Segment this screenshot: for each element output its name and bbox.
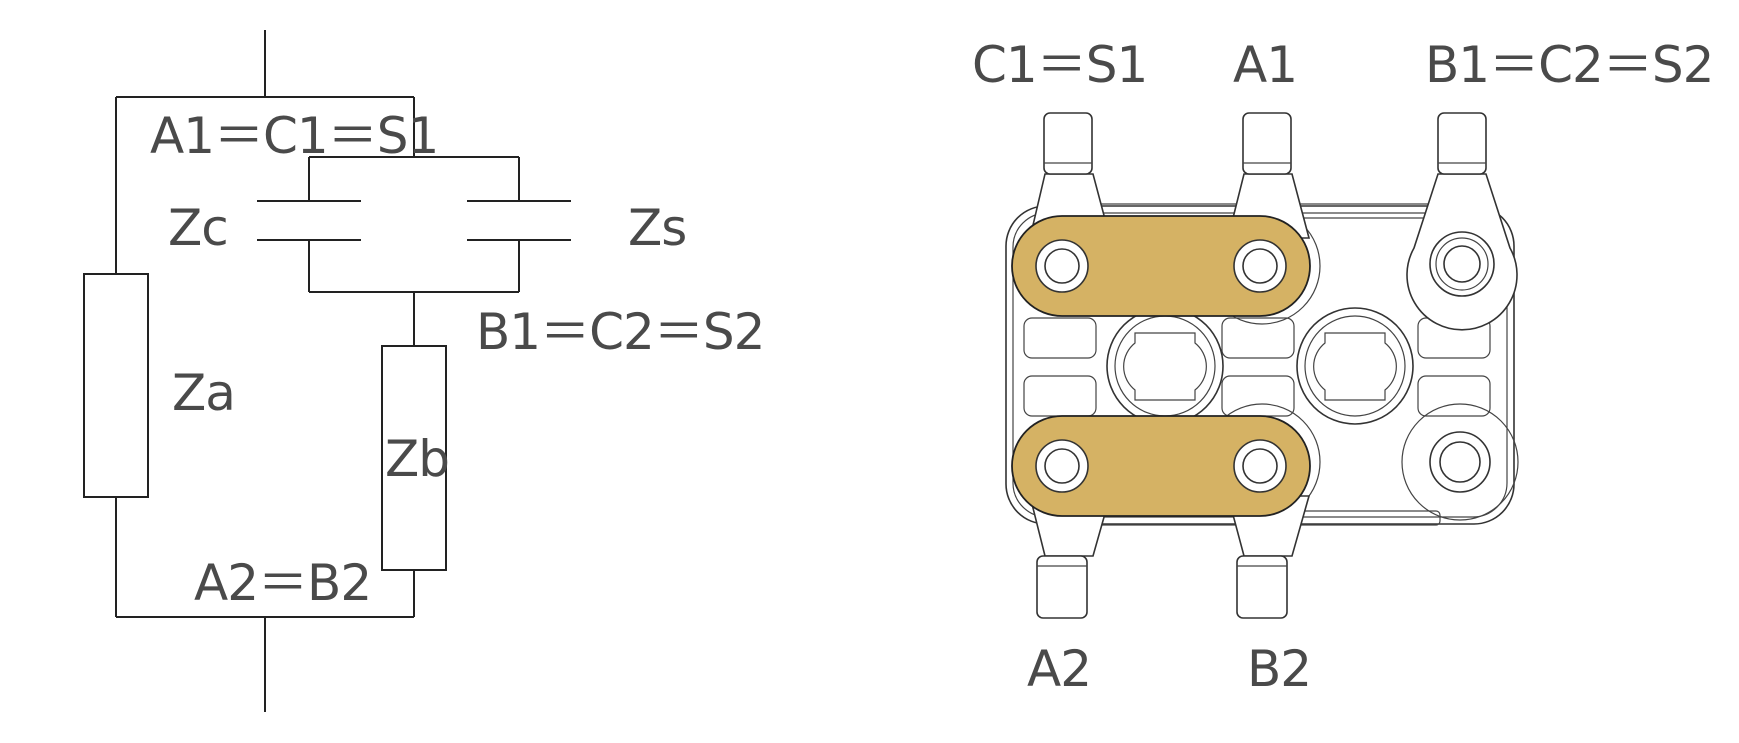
- label-top-left-terminal: C1＝S1: [972, 36, 1147, 94]
- terminal-stud-bottom-right: [1439, 441, 1481, 483]
- pad-mid-upper: [1221, 317, 1295, 359]
- terminal-stud-top-right: [1443, 245, 1481, 283]
- terminal-ring-top-right-mid: [1435, 237, 1489, 291]
- center-boss-left: [1106, 307, 1224, 425]
- link-bar-bottom: [1011, 415, 1311, 517]
- circuit-diagram: A1＝C1＝S1 Zc Zs B1＝C2＝S2 Za Zb A2＝B2: [83, 30, 765, 712]
- label-bottom-node: A2＝B2: [194, 554, 371, 612]
- center-window-right: [1313, 332, 1397, 401]
- resistor-za: [83, 273, 149, 498]
- label-zs: Zs: [628, 199, 686, 257]
- terminal-stud-top-left: [1044, 248, 1080, 284]
- pad-right-lower: [1417, 375, 1491, 417]
- terminal-lug-b1-c2-s2: [1406, 112, 1518, 331]
- center-boss-right-inner: [1304, 315, 1406, 417]
- label-zb: Zb: [385, 430, 449, 488]
- lug-tab-top-right: [1437, 112, 1487, 175]
- lug-tab-top-mid: [1242, 112, 1292, 175]
- label-top-right-terminal: B1＝C2＝S2: [1425, 36, 1713, 94]
- label-top-node: A1＝C1＝S1: [150, 107, 438, 165]
- lug-tab-bottom-mid: [1236, 555, 1288, 619]
- lug-tab-top-left: [1043, 112, 1093, 175]
- terminal-block: C1＝S1 A1 B1＝C2＝S2 A2 B2: [972, 36, 1714, 698]
- terminal-stud-bottom-mid: [1242, 448, 1278, 484]
- link-bar-top: [1011, 215, 1311, 317]
- terminal-stud-top-mid: [1242, 248, 1278, 284]
- terminal-stud-bottom-left: [1044, 448, 1080, 484]
- center-boss-right: [1296, 307, 1414, 425]
- label-bottom-left-terminal: A2: [1027, 640, 1091, 698]
- arc-right-bottom: [1401, 403, 1519, 521]
- label-zc: Zc: [168, 199, 228, 257]
- pad-left-upper: [1023, 317, 1097, 359]
- lug-tab-bottom-left: [1036, 555, 1088, 619]
- label-top-mid-terminal: A1: [1233, 36, 1297, 94]
- label-mid-node: B1＝C2＝S2: [476, 303, 764, 361]
- label-za: Za: [172, 364, 235, 422]
- center-window-left: [1123, 332, 1207, 401]
- label-bottom-mid-terminal: B2: [1247, 640, 1311, 698]
